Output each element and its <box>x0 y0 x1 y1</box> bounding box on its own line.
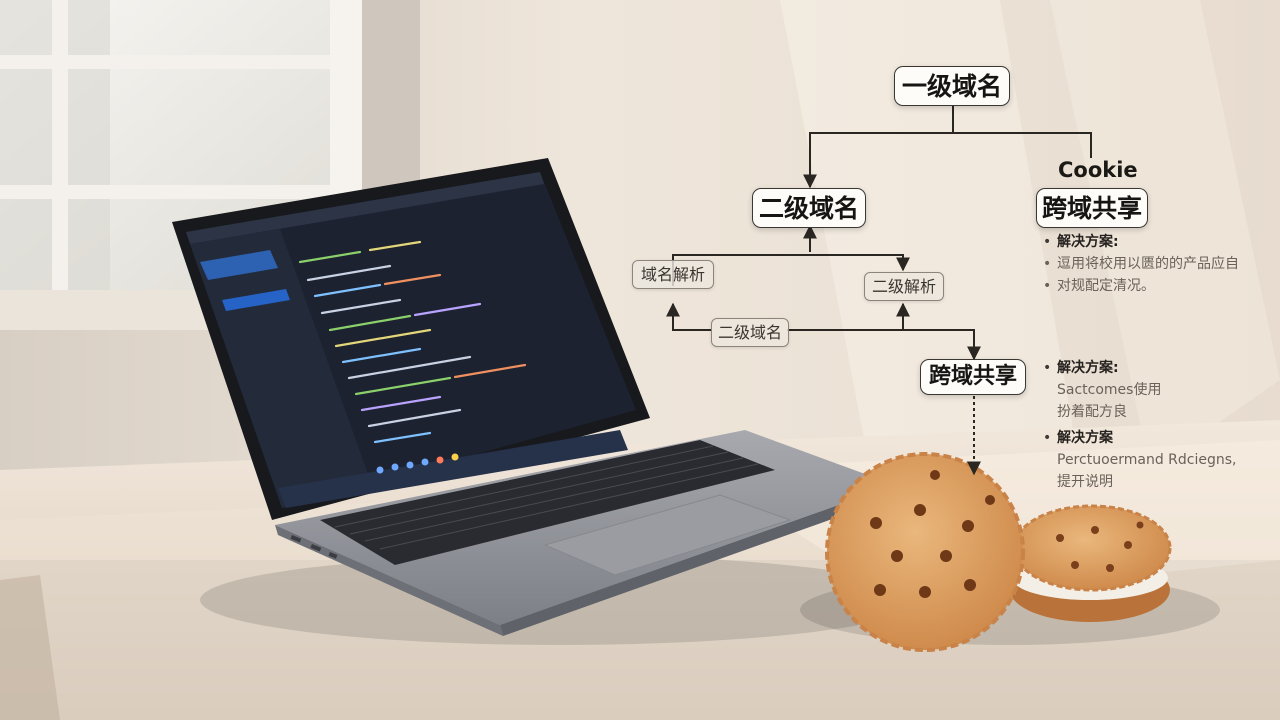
solution-note-bottom: •解决方案 Perctuoermand Rdciegns, 提开说明 <box>1043 430 1237 490</box>
note-top-line-2: 对规配定清况。 <box>1057 278 1155 294</box>
domain-resolution-node: 域名解析 <box>632 260 714 289</box>
note-top-line-1: 逗用将校用以匮的的产品应自 <box>1057 256 1239 272</box>
note-mid-line-1: Sactcomes使用 <box>1057 382 1162 398</box>
solution-note-top: •解决方案: •逗用将校用以匮的的产品应自 •对规配定清况。 <box>1043 234 1239 294</box>
solution-note-mid: •解决方案: Sactcomes使用 扮着配方良 <box>1043 360 1162 420</box>
second-level-domain-small-node: 二级域名 <box>711 318 789 347</box>
note-top-heading: 解决方案: <box>1057 234 1119 250</box>
second-level-domain-node: 二级域名 <box>752 188 866 228</box>
note-mid-line-2: 扮着配方良 <box>1057 404 1127 420</box>
cross-domain-share-node-top: 跨域共享 <box>1036 188 1148 228</box>
note-bottom-line-2: 提开说明 <box>1057 474 1113 490</box>
second-level-resolution-node: 二级解析 <box>864 272 944 301</box>
note-bottom-heading: 解决方案 <box>1057 430 1113 446</box>
cookie-label: Cookie <box>1058 158 1138 182</box>
root-domain-node: 一级域名 <box>894 66 1010 106</box>
laptop <box>172 158 920 645</box>
note-bottom-line-1: Perctuoermand Rdciegns, <box>1057 452 1237 468</box>
note-mid-heading: 解决方案: <box>1057 360 1119 376</box>
cross-domain-share-node-mid: 跨域共享 <box>920 359 1026 395</box>
cookies <box>800 452 1220 652</box>
